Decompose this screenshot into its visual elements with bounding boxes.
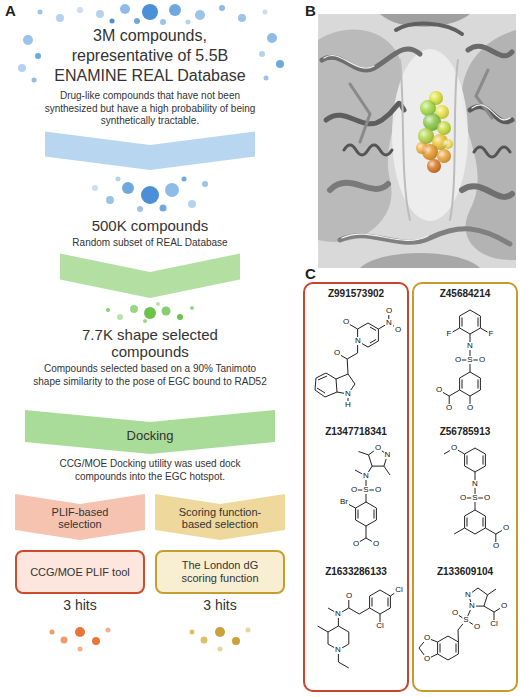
atom-label: N	[334, 610, 342, 618]
stage-cluster: 7.7K shape selected compoundsCompounds s…	[15, 300, 285, 388]
atom-label: O	[478, 356, 486, 364]
method-frame: CCG/MOE PLIF tool	[15, 550, 145, 594]
atom-label: Br	[339, 498, 349, 506]
node-heading: 7.7K shape selected compounds	[65, 326, 235, 360]
atom-label: O	[352, 540, 360, 548]
stage-cluster: 3M compounds, representative of 5.5B ENA…	[15, 26, 285, 128]
node-heading: Scoring function-based selection	[170, 506, 270, 530]
chevron-shape: PLIF-based selection	[15, 494, 145, 540]
atom-label: N	[384, 451, 392, 459]
node-text: Z1633286133	[308, 566, 404, 578]
atom-label: O	[345, 592, 353, 600]
node-heading: The London dG scoring function	[165, 559, 275, 585]
atom-label: N	[464, 591, 472, 599]
node-heading: Docking	[127, 428, 174, 444]
atom-label: S	[362, 486, 369, 494]
atom-label: O	[342, 318, 350, 326]
method-box: CCG/MOE PLIF tool 3 hits	[15, 550, 145, 614]
atom-label: O	[451, 609, 459, 617]
chevron-shape: Scoring function-based selection	[155, 494, 285, 540]
atom-label: S	[462, 616, 469, 624]
node-heading: Z45684214	[417, 288, 513, 300]
atom-label: O	[374, 444, 382, 452]
atom-label: O	[450, 444, 458, 452]
atom-label: F	[446, 330, 453, 338]
atom-label: O	[483, 494, 491, 502]
atom-label: N	[466, 342, 474, 350]
node-text: Z1347718341	[308, 426, 404, 438]
flow-chevron: Scoring function-based selection	[155, 494, 285, 540]
chemical-structures	[315, 310, 506, 668]
panel-letter: C	[305, 266, 316, 281]
atom-label: O	[333, 349, 341, 357]
atom-label: N	[344, 390, 352, 398]
method-frame: The London dG scoring function	[155, 550, 285, 594]
panel-letter: B	[305, 3, 316, 18]
node-text: Z56785913	[417, 426, 513, 438]
atom-label: Cl	[375, 622, 385, 630]
atom-label: S	[471, 494, 478, 502]
node-heading: Z991573902	[308, 288, 404, 300]
node-text: Random subset of REAL Database	[35, 237, 265, 250]
atom-label: F	[488, 330, 495, 338]
ligand-spheres	[416, 91, 453, 173]
stage-cluster: 500K compoundsRandom subset of REAL Data…	[15, 172, 285, 250]
node-text: 3 hits	[15, 597, 145, 614]
atom-label: N	[362, 472, 370, 480]
protein-illustration	[318, 14, 516, 268]
compound-panel: Z45684214Z56785913Z133609104	[412, 282, 518, 692]
chevron-shape: Docking	[25, 410, 275, 454]
atom-label: O	[374, 486, 382, 494]
node-heading: PLIF-based selection	[30, 506, 130, 530]
node-text: CCG/MOE Docking utility was used dock co…	[35, 458, 265, 483]
flow-chevron: PLIF-based selection	[15, 494, 145, 540]
atom-label: O	[350, 486, 358, 494]
atom-label: H	[344, 401, 352, 409]
node-text: Z133609104	[417, 566, 513, 578]
atom-label: N	[334, 646, 342, 654]
atom-label: N	[385, 319, 393, 327]
atom-label: O	[372, 540, 380, 548]
atom-label: N	[354, 337, 362, 345]
atom-label: O	[500, 602, 508, 610]
atom-label: O	[473, 623, 481, 631]
atom-label: O	[459, 494, 467, 502]
chevron-fill	[15, 494, 145, 540]
flow-chevron: DockingCCG/MOE Docking utility was used …	[25, 410, 275, 483]
atom-label: O	[394, 326, 402, 334]
atom-label: O	[466, 404, 474, 412]
atom-label: O	[423, 634, 431, 642]
chevron-fill	[25, 410, 275, 454]
atom-label: Cl	[394, 586, 404, 594]
flow-chevron-connector	[45, 132, 255, 171]
atom-label: Cl	[489, 620, 499, 628]
node-heading: 500K compounds	[20, 216, 280, 235]
node-text: Drug-like compounds that have not been s…	[35, 90, 265, 128]
atom-label: O	[454, 356, 462, 364]
atom-label: N	[468, 602, 476, 610]
panel-letter: A	[5, 3, 16, 18]
node-heading: 3M compounds, representative of 5.5B ENA…	[50, 26, 250, 86]
atom-label: O	[502, 524, 510, 532]
atom-label: O	[385, 307, 393, 315]
node-heading: CCG/MOE PLIF tool	[30, 566, 130, 579]
node-text: 3 hits	[155, 597, 285, 614]
method-box: The London dG scoring function 3 hits	[155, 550, 285, 614]
atom-label: O	[492, 542, 500, 550]
atom-label: N	[471, 480, 479, 488]
atom-label: O	[423, 655, 431, 663]
atom-label: O	[435, 386, 443, 394]
flow-chevron-connector	[60, 254, 240, 299]
chevron-fill	[155, 494, 285, 540]
node-text: Compounds selected based on a 90% Tanimo…	[30, 363, 270, 388]
atom-label: S	[466, 356, 473, 364]
atom-label: O	[445, 404, 453, 412]
